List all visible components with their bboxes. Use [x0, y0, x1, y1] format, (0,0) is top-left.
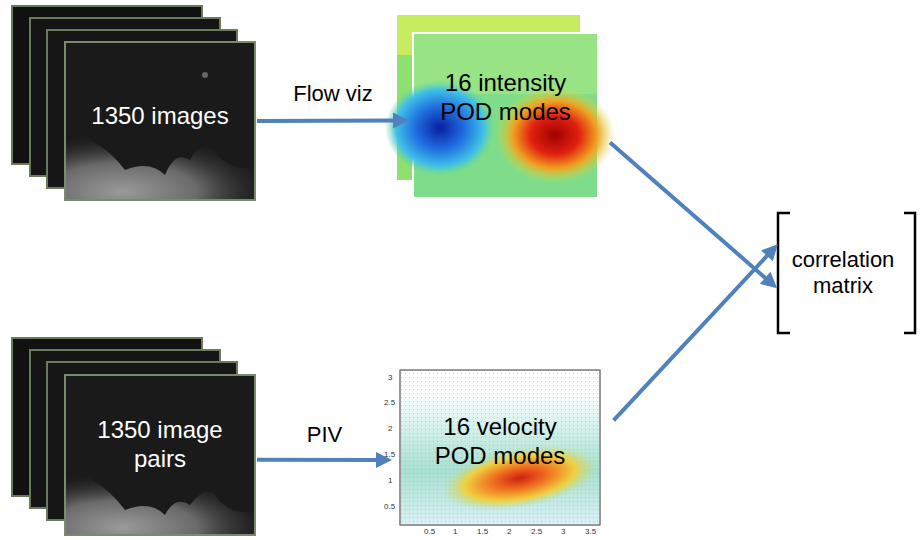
axis-tick-label: 2	[507, 528, 511, 536]
node-text: 1350 image pairs	[90, 416, 230, 474]
arrow-head	[760, 272, 777, 289]
image-frame	[65, 375, 255, 535]
arrow-connector	[257, 113, 409, 129]
arrow-connector	[257, 452, 392, 468]
axis-tick-label: 1	[453, 528, 457, 536]
axis-tick-label: 1.5	[384, 451, 395, 459]
plot-frame	[400, 370, 600, 525]
node-text: correlation matrix	[786, 247, 900, 300]
axis-tick-label: 3	[388, 374, 392, 382]
arrow-line	[610, 143, 768, 281]
intensity-mode-plots	[385, 15, 615, 198]
axis-tick-label: 2.5	[384, 399, 395, 407]
matrix-box: correlation matrix	[784, 214, 902, 332]
axis-tick-label: 1.5	[477, 528, 488, 536]
axis-tick-label: 2	[388, 425, 392, 433]
smoke-plume	[66, 467, 254, 534]
axis-tick-label: 3	[561, 528, 565, 536]
right-bracket	[904, 213, 915, 333]
axis-tick-label: 0.5	[384, 503, 395, 511]
arrow-head	[393, 113, 409, 129]
pod-mode-box: 16 intensity POD modes	[413, 33, 598, 198]
velocity-mode-plot	[400, 370, 604, 525]
arrow-head	[761, 244, 778, 261]
edge-label: Flow viz	[293, 81, 372, 107]
image-stack-box: 1350 image pairs	[65, 375, 255, 535]
node-text: 16 intensity POD modes	[431, 69, 581, 127]
image-frame	[65, 42, 255, 200]
node-text: 1350 images	[91, 102, 228, 131]
arrow-line	[257, 119, 397, 123]
arrow-line	[614, 253, 770, 421]
axis-tick-label: 0.5	[424, 528, 435, 536]
axis-tick-label: 1	[388, 477, 392, 485]
smoke-plume	[66, 127, 254, 199]
pod-mode-box: 16 velocity POD modes	[400, 370, 600, 525]
node-text: 16 velocity POD modes	[425, 413, 575, 471]
left-bracket	[778, 213, 790, 333]
arrow-connector	[610, 143, 777, 289]
image-stack	[12, 6, 255, 200]
axis-tick-label: 2.5	[531, 528, 542, 536]
axis-tick-label: 3.5	[585, 528, 596, 536]
arrow-connector	[614, 244, 778, 420]
edge-label: PIV	[307, 422, 342, 448]
image-stack-box: 1350 images	[65, 42, 255, 200]
speck	[202, 72, 208, 78]
image-stack	[12, 338, 255, 535]
arrow-line	[257, 458, 380, 462]
